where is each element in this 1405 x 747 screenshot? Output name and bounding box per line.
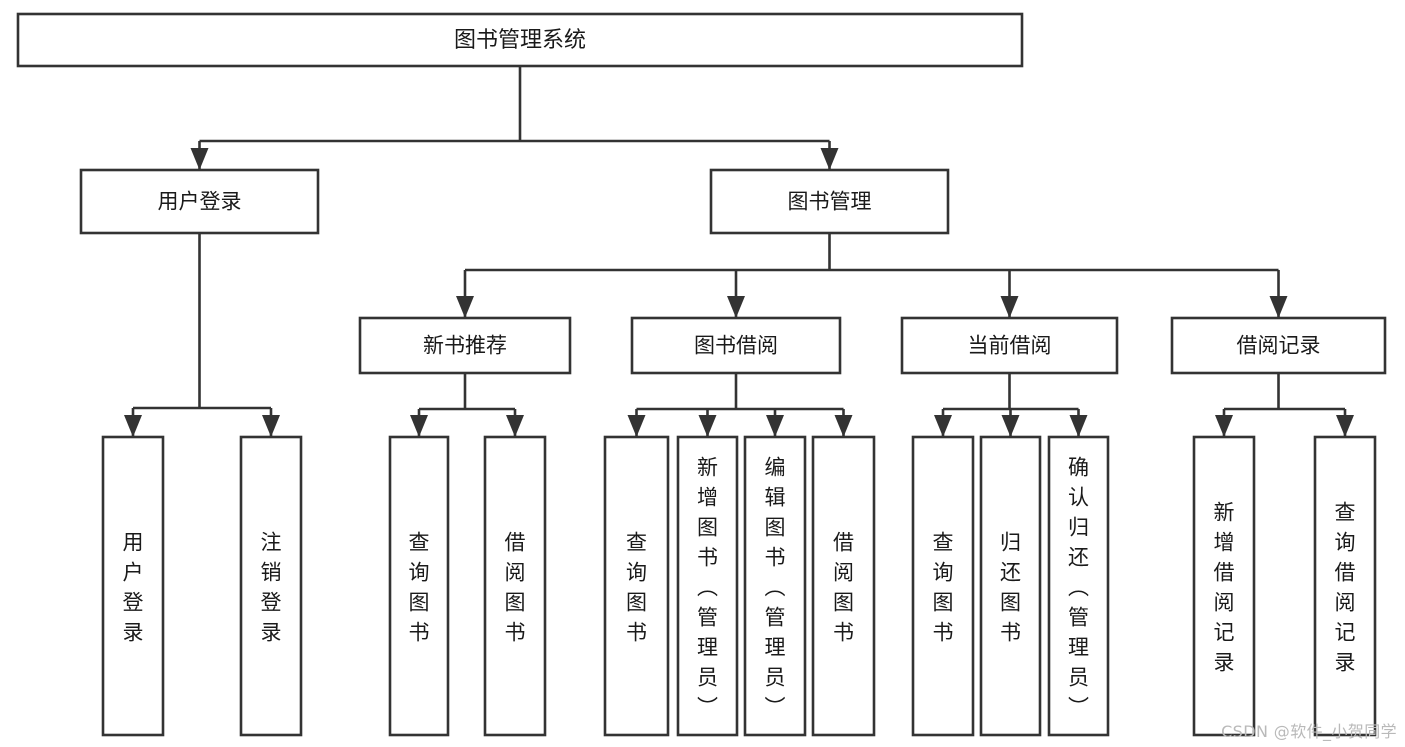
edge-user-login-arrow-leaf-user-login [124, 415, 142, 437]
node-box-leaf-add-record[interactable] [1192, 435, 1256, 737]
connectors-layer [124, 66, 1354, 437]
edge-book-manage-arrow-borrow-record [1269, 296, 1288, 318]
edge-book-manage-arrow-new-book-recommend [456, 296, 474, 318]
node-leaf-add-book[interactable]: 新增图书︵管理员︶ [676, 435, 739, 737]
node-label-leaf-borrow-book: 借阅图书 [833, 530, 854, 644]
node-leaf-borrow-book[interactable]: 借阅图书 [811, 435, 876, 737]
node-leaf-query-book-borrow[interactable]: 查询图书 [603, 435, 670, 737]
edge-book-manage-arrow-book-borrow [727, 296, 745, 318]
node-label-leaf-logout: 注销登录 [261, 530, 282, 644]
node-leaf-query-book-current[interactable]: 查询图书 [911, 435, 975, 737]
node-current-borrow[interactable]: 当前借阅 [900, 316, 1119, 375]
node-box-leaf-query-book-current[interactable] [911, 435, 975, 737]
node-box-book-manage[interactable] [709, 168, 950, 235]
node-label-leaf-query-record: 查询借阅记录 [1335, 500, 1356, 674]
node-box-leaf-edit-book[interactable] [743, 435, 807, 737]
edge-new-book-recommend-arrow-leaf-borrow-book-rec [506, 415, 524, 437]
edge-current-borrow-arrow-leaf-return-book [1001, 415, 1020, 437]
edge-book-borrow-arrow-leaf-borrow-book [834, 415, 853, 437]
node-leaf-query-record[interactable]: 查询借阅记录 [1313, 435, 1377, 737]
node-leaf-borrow-book-rec[interactable]: 借阅图书 [483, 435, 547, 737]
node-box-book-borrow[interactable] [630, 316, 842, 375]
node-box-leaf-borrow-book[interactable] [811, 435, 876, 737]
edge-book-manage-arrow-current-borrow [1000, 296, 1019, 318]
node-box-current-borrow[interactable] [900, 316, 1119, 375]
node-box-leaf-borrow-book-rec[interactable] [483, 435, 547, 737]
node-label-leaf-confirm-return: 确认归还︵管理员︶ [1068, 455, 1089, 719]
node-leaf-edit-book[interactable]: 编辑图书︵管理员︶ [743, 435, 807, 737]
node-box-root[interactable] [16, 12, 1024, 68]
node-box-user-login[interactable] [79, 168, 320, 235]
node-user-login[interactable]: 用户登录 [79, 168, 320, 235]
edge-root-arrow-user-login [190, 148, 209, 170]
node-label-leaf-borrow-book-rec: 借阅图书 [505, 530, 526, 644]
node-label-leaf-add-book: 新增图书︵管理员︶ [697, 455, 718, 719]
node-book-manage[interactable]: 图书管理 [709, 168, 950, 235]
node-box-leaf-user-login[interactable] [101, 435, 165, 737]
node-label-book-manage: 图书管理 [788, 190, 872, 214]
node-label-leaf-query-book-borrow: 查询图书 [626, 530, 647, 644]
node-label-root: 图书管理系统 [454, 28, 586, 53]
node-borrow-record[interactable]: 借阅记录 [1170, 316, 1387, 375]
node-box-leaf-logout[interactable] [239, 435, 303, 737]
node-leaf-user-login[interactable]: 用户登录 [101, 435, 165, 737]
edge-book-borrow-arrow-leaf-add-book [698, 415, 717, 437]
node-label-leaf-add-record: 新增借阅记录 [1214, 500, 1235, 674]
edge-book-borrow-arrow-leaf-edit-book [766, 415, 784, 437]
csdn-watermark: CSDN @软件_小贺同学 [1221, 722, 1397, 741]
node-label-leaf-query-book-current: 查询图书 [933, 530, 954, 644]
node-leaf-add-record[interactable]: 新增借阅记录 [1192, 435, 1256, 737]
node-label-borrow-record: 借阅记录 [1237, 334, 1321, 358]
edge-user-login-arrow-leaf-logout [262, 415, 280, 437]
node-box-leaf-query-book-borrow[interactable] [603, 435, 670, 737]
edge-new-book-recommend-arrow-leaf-query-book-rec [410, 415, 428, 437]
node-box-borrow-record[interactable] [1170, 316, 1387, 375]
node-book-borrow[interactable]: 图书借阅 [630, 316, 842, 375]
node-label-leaf-return-book: 归还图书 [1000, 530, 1021, 644]
node-leaf-return-book[interactable]: 归还图书 [979, 435, 1042, 737]
node-label-leaf-user-login: 用户登录 [123, 530, 144, 644]
node-leaf-confirm-return[interactable]: 确认归还︵管理员︶ [1047, 435, 1110, 737]
edge-current-borrow-arrow-leaf-query-book-current [934, 415, 952, 437]
node-label-leaf-query-book-rec: 查询图书 [409, 530, 430, 644]
node-box-leaf-return-book[interactable] [979, 435, 1042, 737]
edge-borrow-record-arrow-leaf-add-record [1215, 415, 1233, 437]
edge-root-arrow-book-manage [820, 148, 839, 170]
nodes-layer: 图书管理系统用户登录图书管理新书推荐图书借阅当前借阅借阅记录用户登录注销登录查询… [16, 12, 1387, 737]
node-label-leaf-edit-book: 编辑图书︵管理员︶ [765, 455, 786, 719]
node-box-leaf-add-book[interactable] [676, 435, 739, 737]
edge-current-borrow-arrow-leaf-confirm-return [1069, 415, 1088, 437]
node-box-leaf-query-record[interactable] [1313, 435, 1377, 737]
node-box-leaf-query-book-rec[interactable] [388, 435, 450, 737]
node-leaf-logout[interactable]: 注销登录 [239, 435, 303, 737]
node-box-new-book-recommend[interactable] [358, 316, 572, 375]
node-new-book-recommend[interactable]: 新书推荐 [358, 316, 572, 375]
node-label-book-borrow: 图书借阅 [694, 334, 778, 358]
edge-borrow-record-arrow-leaf-query-record [1336, 415, 1354, 437]
node-box-leaf-confirm-return[interactable] [1047, 435, 1110, 737]
node-root[interactable]: 图书管理系统 [16, 12, 1024, 68]
node-label-current-borrow: 当前借阅 [968, 334, 1052, 358]
node-label-user-login: 用户登录 [158, 190, 242, 214]
node-leaf-query-book-rec[interactable]: 查询图书 [388, 435, 450, 737]
edge-book-borrow-arrow-leaf-query-book-borrow [627, 415, 646, 437]
node-label-new-book-recommend: 新书推荐 [423, 334, 507, 358]
